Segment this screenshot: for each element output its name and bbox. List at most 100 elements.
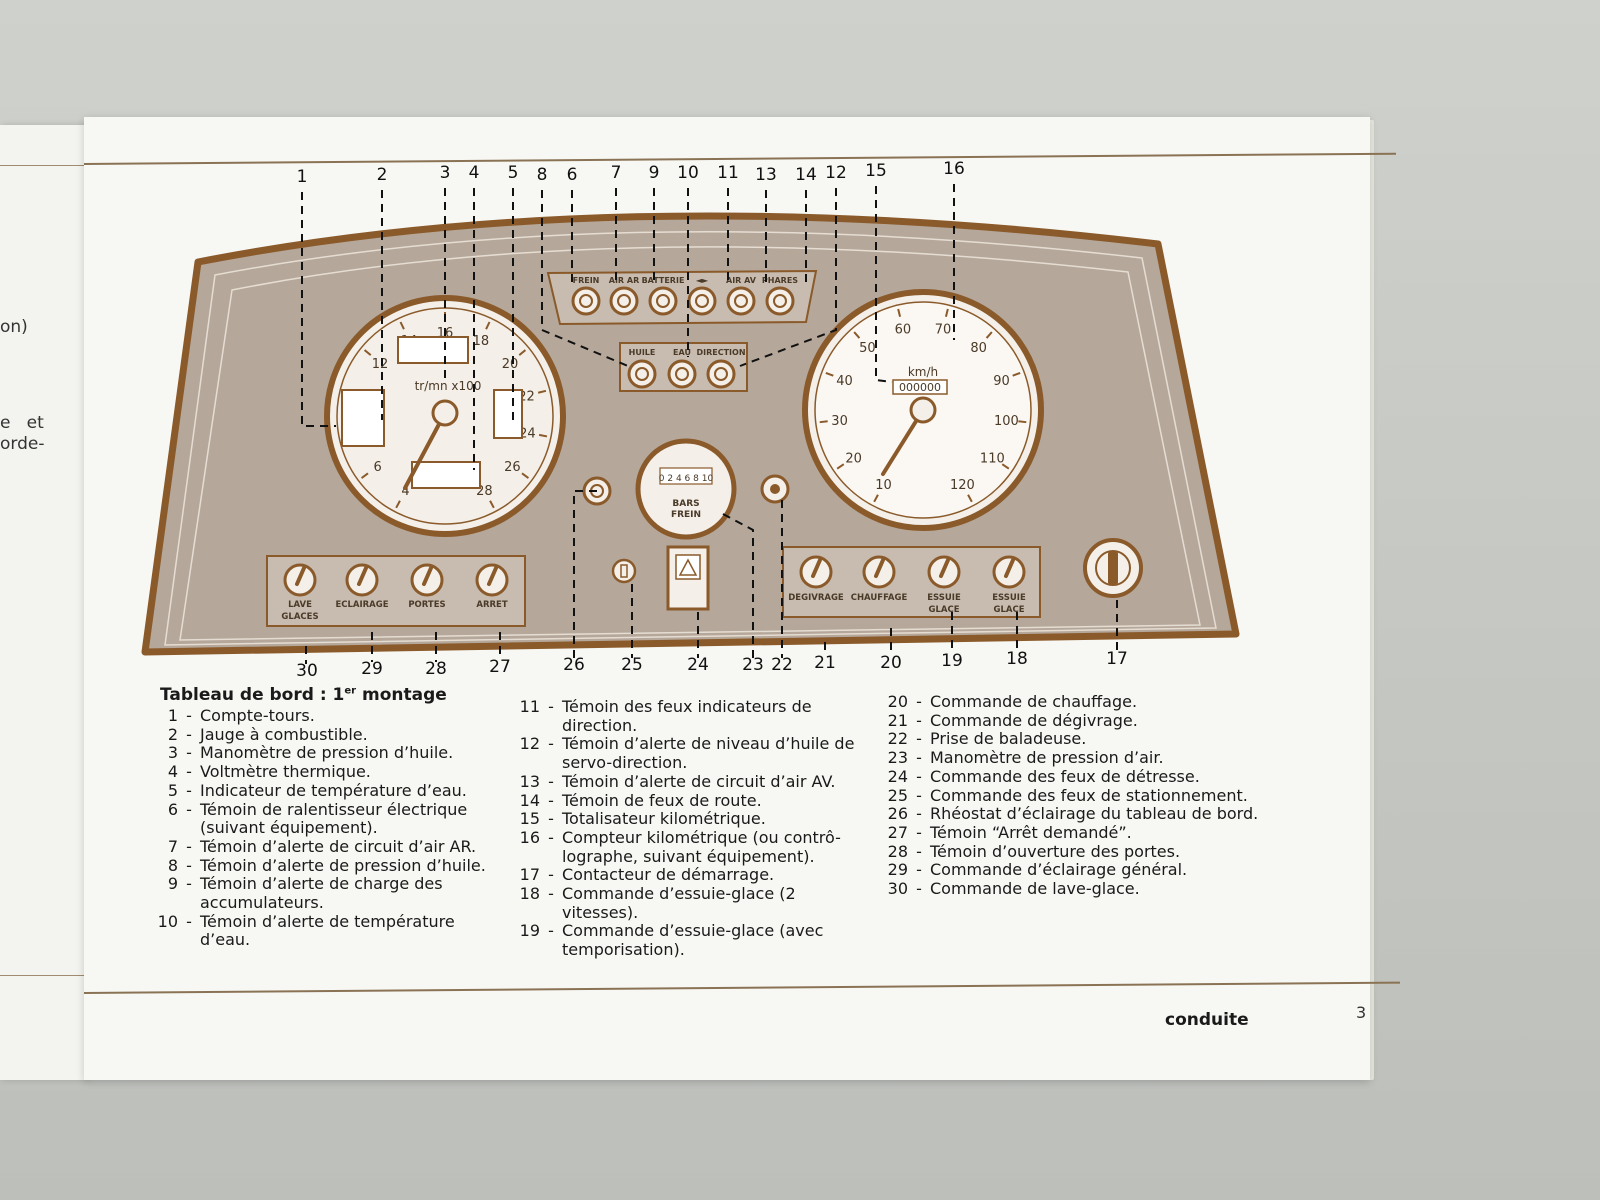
callout-number: 23 [742, 655, 764, 675]
legend-item: 3-Manomètre de pression d’huile. [140, 744, 500, 763]
speedometer-tick-mark [967, 494, 973, 503]
legend-item-text: Témoin “Arrêt demandé”. [930, 822, 1132, 842]
legend-item-text: Manomètre de pression d’huile. [200, 743, 454, 763]
legend-item-number: 5 [167, 780, 178, 800]
page-number: 3 [1356, 1003, 1367, 1022]
legend-item-text: Témoin des feux indicateurs de direction… [562, 697, 812, 735]
legend-item: 29-Commande d’éclairage général. [870, 861, 1260, 880]
odometer-digits: 000000 [899, 381, 941, 394]
tachometer-tick-mark [395, 500, 401, 509]
tachometer-tick-mark [363, 349, 372, 356]
callout-number: 27 [489, 657, 511, 677]
legend-item-text: Manomètre de pression d’air. [930, 748, 1164, 768]
callout-number: 10 [677, 163, 699, 183]
legend-item: 2-Jauge à combustible. [140, 724, 500, 745]
legend-item-number: 16 [519, 827, 540, 847]
legend-item-number: 21 [887, 710, 908, 730]
legend-item-text: Témoin de ralentisseur électrique (suiva… [200, 799, 468, 838]
legend-item-text: Rhéostat d’éclairage du tableau de bord. [930, 804, 1259, 824]
legend-item-text: Commande des feux de stationnement. [930, 785, 1248, 805]
legend-item-text: Témoin d’alerte de pression d’huile. [200, 855, 486, 875]
speedometer-tick-label: 20 [845, 451, 862, 466]
middle-warning-label: EAU [673, 348, 691, 357]
legend-item-number: 14 [519, 790, 540, 810]
legend-item-text: Totalisateur kilométrique. [562, 809, 766, 829]
right-switch-label: CHAUFFAGE [851, 593, 908, 603]
left-switch-label: GLACES [281, 612, 318, 622]
legend-item: 26-Rhéostat d’éclairage du tableau de bo… [870, 805, 1260, 824]
legend-item-text: Jauge à combustible. [200, 724, 368, 744]
legend-item: 17-Contacteur de démarrage. [502, 866, 872, 885]
air-gauge-label: FREIN [671, 510, 701, 520]
legend-item: 27-Témoin “Arrêt demandé”. [870, 822, 1260, 843]
legend-item-number: 17 [519, 865, 540, 885]
legend-title: Tableau de bord : 1er montage [160, 685, 447, 705]
speedometer-tick-mark [897, 308, 902, 318]
legend-item-number: 19 [519, 921, 540, 941]
top-warning-lamp [571, 286, 601, 316]
callout-leader-line [541, 190, 629, 367]
legend-item-text: Témoin d’alerte de charge des accumulate… [200, 874, 443, 913]
legend-item: 13-Témoin d’alerte de circuit d’air AV. [502, 771, 872, 792]
callout-number: 9 [649, 163, 660, 183]
legend-item: 24-Commande des feux de détresse. [870, 766, 1260, 787]
speedometer-unit: km/h [908, 365, 938, 379]
legend-item: 15-Totalisateur kilométrique. [502, 810, 872, 829]
callout-number: 7 [611, 163, 622, 183]
legend-item-text: Compte-tours. [200, 706, 315, 725]
legend-item-text: Témoin d’alerte de niveau d’huile de ser… [562, 734, 855, 773]
legend-column-1: 1-Compte-tours.2-Jauge à combustible.3-M… [140, 706, 500, 950]
legend-item: 25-Commande des feux de stationnement. [870, 785, 1260, 806]
callout-number: 1 [297, 167, 308, 187]
legend-item-number: 24 [887, 766, 908, 786]
legend-item-number: 3 [167, 743, 178, 763]
middle-warning-lamp [627, 359, 657, 389]
tachometer-tick-label: 24 [519, 427, 536, 442]
left-page-fragment: e et [0, 413, 44, 433]
legend-item-number: 15 [519, 809, 540, 829]
legend-item-number: 8 [167, 855, 178, 875]
air-pressure-gauge: 0 2 4 6 8 10 BARS FREIN [635, 438, 737, 540]
top-warning-lamp [765, 286, 795, 316]
legend-item-number: 18 [519, 884, 540, 904]
callout-number: 4 [469, 163, 480, 183]
legend-item: 23-Manomètre de pression d’air. [870, 748, 1260, 768]
oil-pressure-subgauge [397, 336, 469, 364]
speedometer-tick-mark [825, 371, 834, 377]
speedometer-tick-label: 40 [836, 374, 853, 389]
left-page: on) e et orde- [0, 125, 88, 1080]
legend-item-text: Commande de lave-glace. [930, 879, 1140, 899]
legend-item-number: 13 [519, 771, 540, 791]
tachometer-tick-mark [399, 321, 405, 330]
speedometer-tick-mark [853, 331, 861, 339]
legend-item: 16-Compteur kilométrique (ou contrô-logr… [502, 827, 872, 866]
top-warning-label: AIR AR [609, 276, 639, 285]
legend-item: 10-Témoin d’alerte de température d’eau. [140, 912, 500, 950]
legend-item-text: Voltmètre thermique. [200, 762, 371, 782]
legend-item-text: Compteur kilométrique (ou contrô-lograph… [562, 827, 841, 866]
speedometer-tick-mark [1018, 420, 1027, 424]
callout-number: 28 [425, 659, 447, 679]
top-warning-lamp [687, 286, 717, 316]
legend-item: 30-Commande de lave-glace. [870, 879, 1260, 899]
top-warning-lamp [648, 286, 678, 316]
speedometer-tick-mark [985, 331, 993, 339]
legend-item: 14-Témoin de feux de route. [502, 790, 872, 811]
tachometer-tick-mark [521, 472, 530, 479]
callout-number: 14 [795, 165, 817, 185]
tachometer-tick-mark [537, 389, 547, 394]
callout-number: 26 [563, 655, 585, 675]
legend-item-number: 26 [887, 804, 908, 824]
left-switch-label: PORTES [408, 600, 445, 610]
callout-number: 16 [943, 159, 965, 179]
middle-warning-label: DIRECTION [696, 348, 745, 357]
callout-number: 11 [717, 163, 739, 183]
legend-item-number: 12 [519, 734, 540, 754]
right-switch-label: DEGIVRAGE [788, 593, 844, 603]
legend-column-2: 11-Témoin des feux indicateurs de direct… [502, 697, 872, 960]
speedometer-tick-label: 80 [970, 341, 987, 356]
legend-item-text: Commande d’essuie-glace (avec temporisat… [562, 921, 824, 960]
fuel-subgauge [341, 389, 385, 447]
callout-number: 5 [508, 163, 519, 183]
